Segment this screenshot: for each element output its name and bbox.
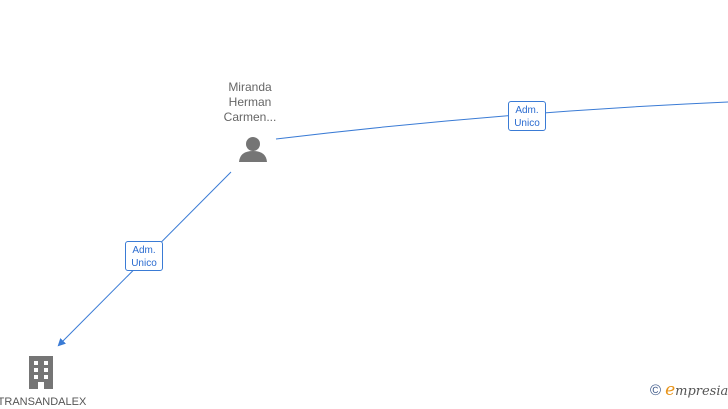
relation-label-line1: Adm.	[515, 105, 539, 116]
copyright-icon: ©	[650, 382, 662, 399]
brand-initial: e	[665, 380, 676, 400]
company-name-label[interactable]: TRANSANDALEX	[0, 396, 87, 408]
relation-label-line2: Unico	[131, 258, 157, 269]
person-name-label[interactable]: Miranda Herman Carmen...	[223, 80, 277, 124]
empresia-watermark: ©empresia	[650, 380, 728, 400]
edge-person-to-right	[275, 101, 728, 140]
brand-name: mpresia	[675, 384, 728, 399]
relation-label-line2: Unico	[514, 118, 540, 129]
relation-label-right: Adm. Unico	[508, 101, 546, 131]
relation-label-company: Adm. Unico	[125, 241, 163, 271]
building-icon[interactable]	[29, 356, 53, 389]
person-icon[interactable]	[239, 137, 267, 162]
relation-label-line1: Adm.	[132, 245, 156, 256]
relationship-graph	[29, 101, 728, 389]
